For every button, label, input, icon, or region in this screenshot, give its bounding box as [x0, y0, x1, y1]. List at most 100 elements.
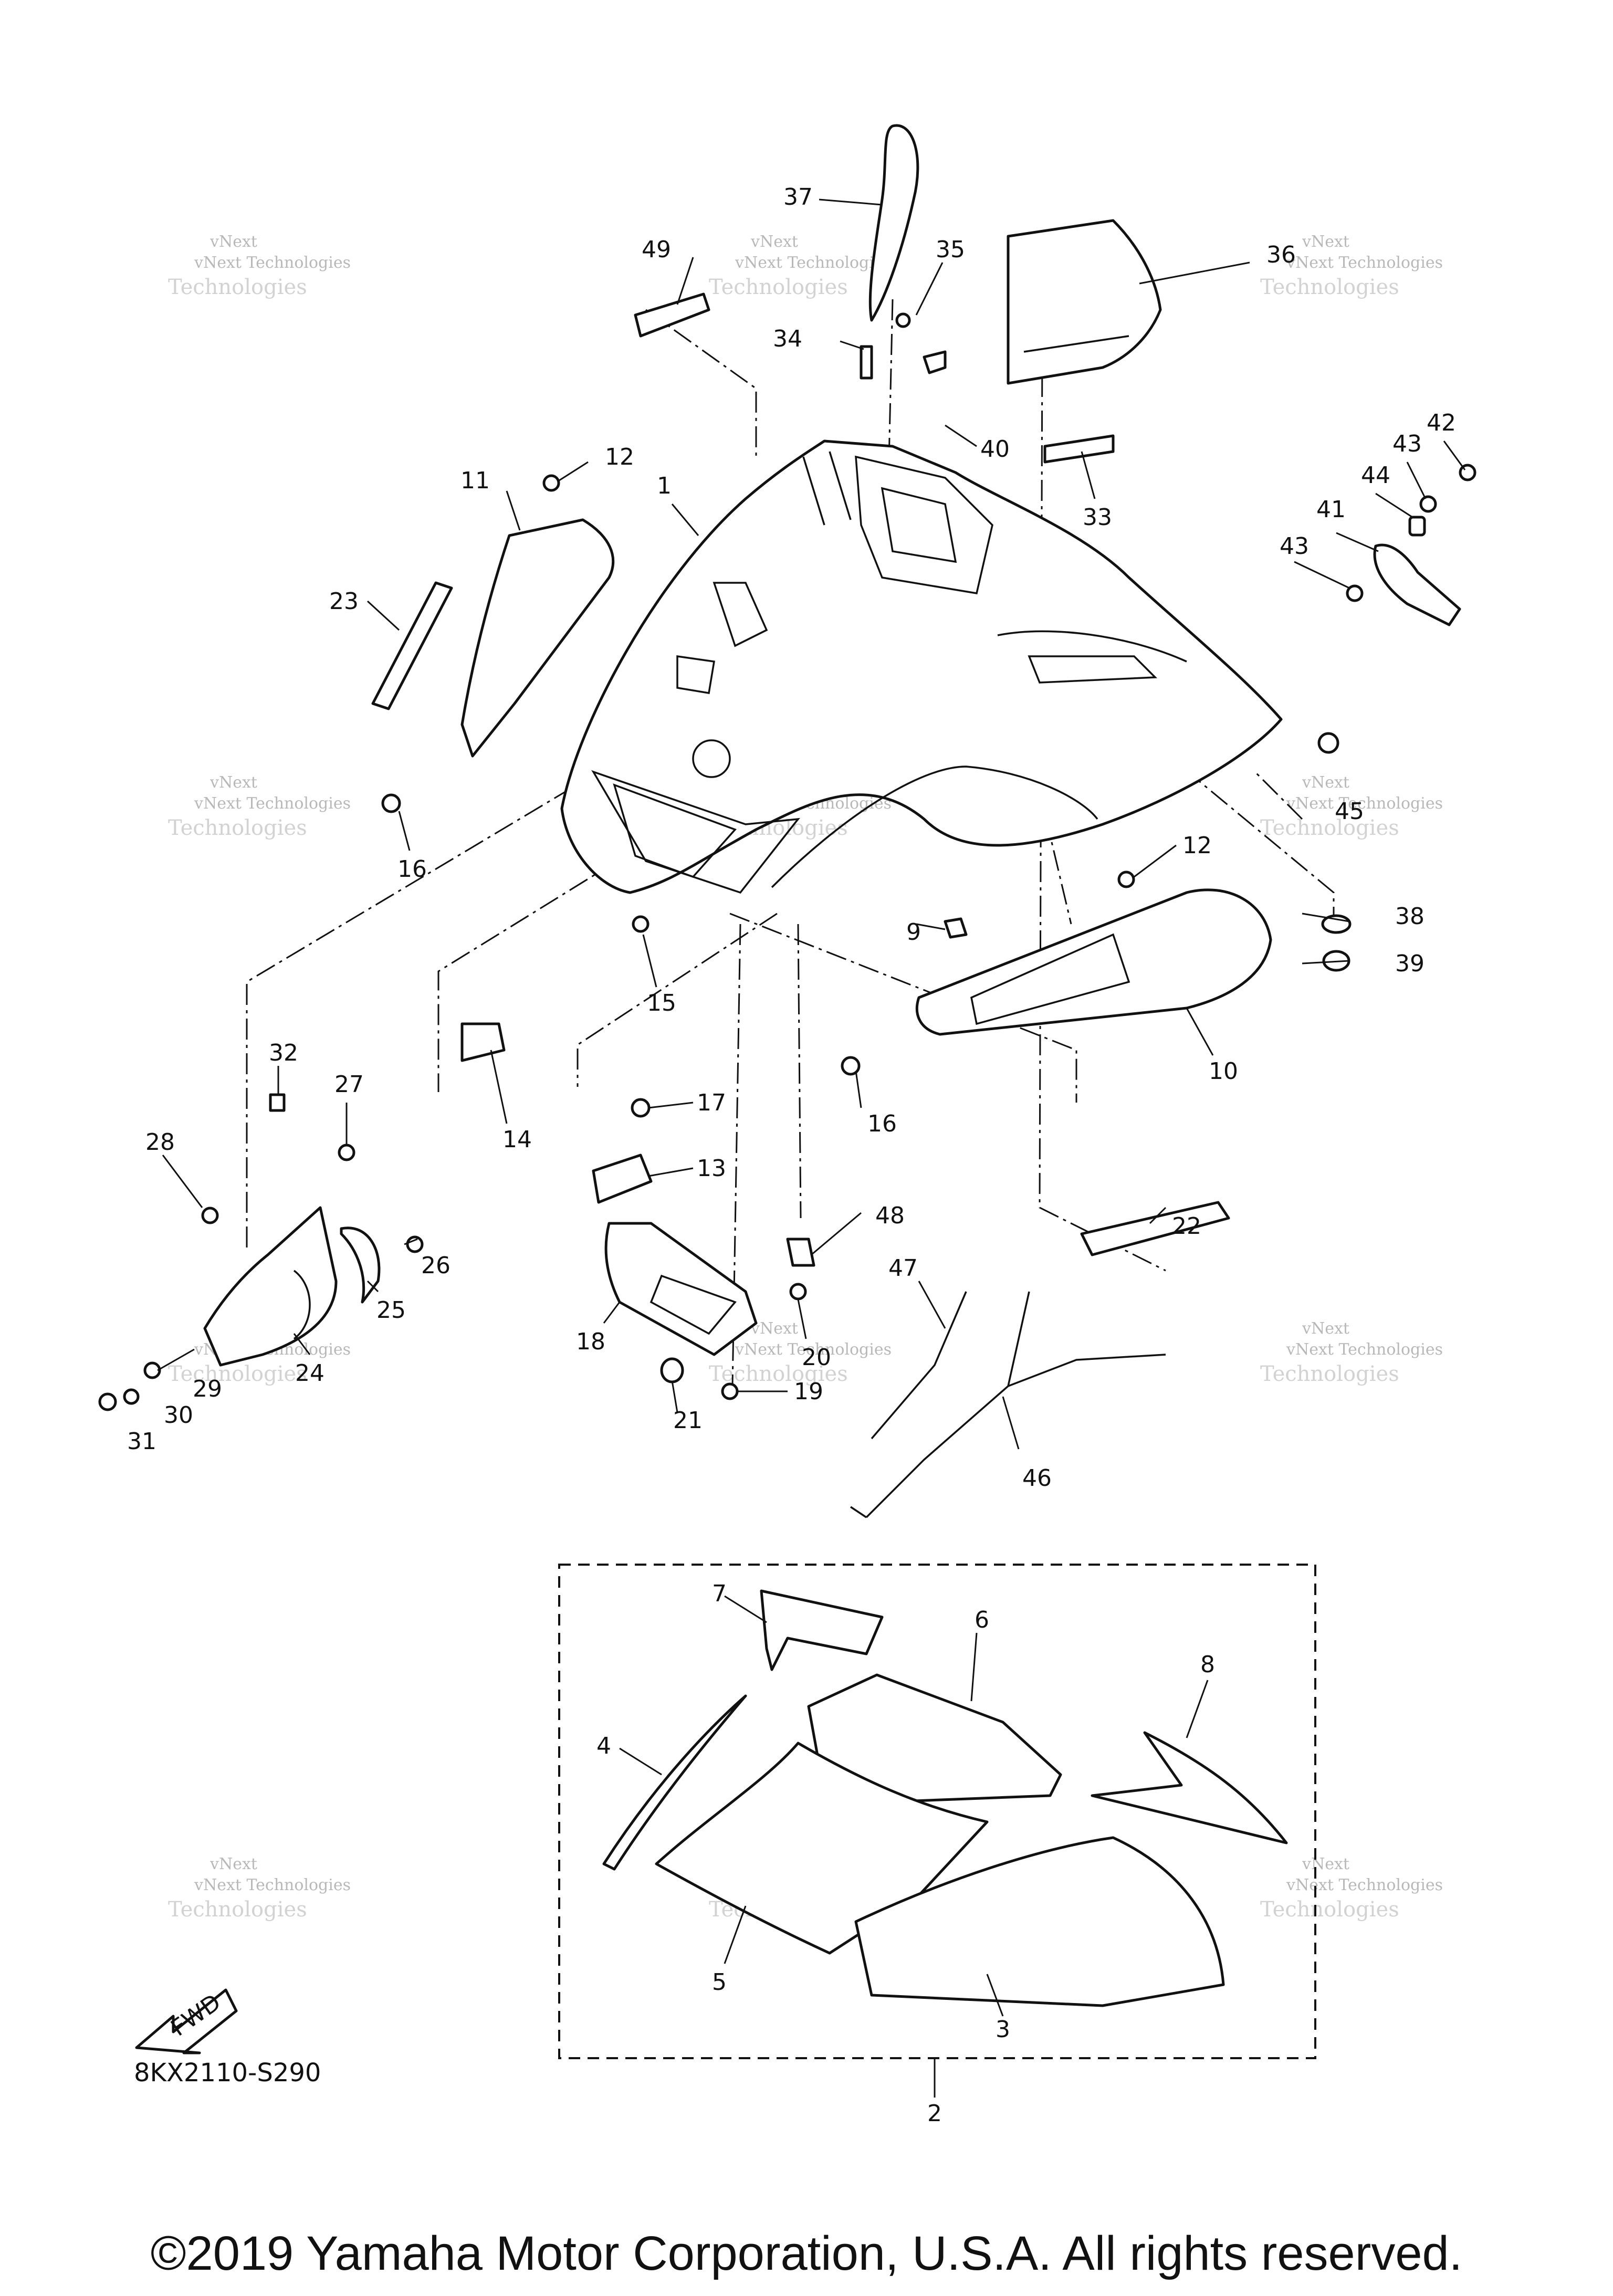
part-18-air-duct — [604, 1222, 758, 1356]
callout-27: 27 — [334, 1071, 364, 1098]
watermark-line1: vNext — [750, 1319, 798, 1338]
callout-30: 30 — [164, 1402, 193, 1429]
callout-17: 17 — [697, 1089, 726, 1116]
callout-40: 40 — [980, 436, 1010, 463]
callout-7: 7 — [712, 1580, 727, 1607]
callout-28: 28 — [145, 1129, 175, 1156]
callout-33: 33 — [1083, 504, 1112, 531]
callout-10: 10 — [1209, 1058, 1238, 1085]
part-27-screw — [338, 1144, 355, 1161]
part-25-cover — [340, 1226, 381, 1304]
callout-22: 22 — [1172, 1213, 1201, 1240]
part-33-bracket — [1043, 434, 1115, 464]
part-17-nut — [631, 1098, 651, 1118]
part-46-cable — [850, 1291, 1166, 1518]
watermark-line3: Technologies — [1260, 275, 1399, 299]
part-8-decal — [1091, 1731, 1288, 1844]
part-11-side-panel — [460, 518, 615, 758]
part-16-screw — [381, 793, 401, 813]
part-49-emblem — [634, 292, 710, 338]
watermark-line3: Technologies — [709, 275, 848, 299]
watermark-line2: vNext Technologies — [1286, 1876, 1443, 1894]
callout-16b: 16 — [867, 1110, 897, 1137]
watermark-line3: Technologies — [168, 816, 307, 840]
callout-24: 24 — [295, 1360, 324, 1387]
watermark-line2: vNext Technologies — [1286, 1340, 1443, 1359]
watermark-line2: vNext Technologies — [194, 254, 351, 272]
part-3-decal — [854, 1836, 1225, 2007]
part-44-collar — [1408, 516, 1426, 537]
watermark-line2: vNext Technologies — [194, 1876, 351, 1894]
watermark-line2: vNext Technologies — [1286, 794, 1443, 813]
callout-47: 47 — [888, 1255, 918, 1282]
watermark-line1: vNext — [210, 233, 257, 251]
callout-leaders — [157, 198, 1466, 2017]
part-16-screw — [841, 1056, 861, 1076]
part-4-decal — [602, 1694, 747, 1871]
part-15-screw — [632, 915, 650, 933]
callout-18: 18 — [576, 1328, 605, 1355]
watermark: vNext vNext Technologies Technologies — [709, 233, 892, 299]
callout-6: 6 — [975, 1607, 989, 1633]
part-20-screw — [789, 1283, 807, 1301]
part-12-screw — [1117, 871, 1135, 888]
part-10-side-cover — [915, 888, 1272, 1036]
part-26-screw — [406, 1235, 424, 1253]
watermark-line1: vNext — [1302, 233, 1349, 251]
callout-9: 9 — [906, 919, 921, 946]
copyright-notice: ©2019 Yamaha Motor Corporation, U.S.A. A… — [150, 2227, 1463, 2280]
watermark: vNext vNext Technologies Technologies — [168, 773, 351, 840]
callout-19: 19 — [794, 1378, 823, 1405]
callout-4: 4 — [596, 1733, 611, 1759]
watermark-line1: vNext — [210, 1855, 257, 1873]
callout-31: 31 — [127, 1428, 156, 1455]
callout-32: 32 — [269, 1040, 298, 1066]
watermark-line3: Technologies — [1260, 1897, 1399, 1922]
callout-16a: 16 — [397, 856, 427, 883]
callout-42: 42 — [1427, 410, 1456, 436]
part-43-washer — [1346, 584, 1364, 602]
watermark: vNext vNext Technologies Technologies — [1260, 233, 1443, 299]
part-40-clip — [923, 350, 947, 374]
part-47-spring — [871, 1291, 967, 1440]
watermark-line1: vNext — [1302, 773, 1349, 792]
watermark-line3: Technologies — [168, 1362, 307, 1386]
watermark-line2: vNext Technologies — [735, 1340, 892, 1359]
watermark-line3: Technologies — [168, 1897, 307, 1922]
watermark: vNext vNext Technologies Technologies — [1260, 1855, 1443, 1922]
part-14-bracket — [460, 1022, 506, 1062]
callout-11: 11 — [460, 467, 490, 494]
part-41-stay — [1373, 543, 1461, 626]
watermark-line3: Technologies — [1260, 1362, 1399, 1386]
callout-37: 37 — [783, 184, 813, 211]
callout-26: 26 — [421, 1252, 451, 1279]
part-19-screw — [721, 1382, 739, 1400]
diagram-code: 8KX2110-S290 — [134, 2058, 321, 2088]
callout-5: 5 — [712, 1969, 727, 1996]
watermark: vNext vNext Technologies Technologies — [168, 233, 351, 299]
callout-12a: 12 — [605, 444, 634, 470]
callout-44: 44 — [1361, 462, 1390, 489]
watermark-line2: vNext Technologies — [1286, 254, 1443, 272]
part-48-clip — [786, 1238, 815, 1267]
watermark-line1: vNext — [210, 773, 257, 792]
watermark: vNext vNext Technologies Technologies — [168, 1855, 351, 1922]
callout-1: 1 — [657, 473, 672, 499]
watermark-line1: vNext — [1302, 1855, 1349, 1873]
callout-15: 15 — [647, 990, 676, 1016]
callout-25: 25 — [376, 1297, 406, 1324]
part-13-bracket — [592, 1154, 653, 1204]
part-24-duct — [203, 1206, 338, 1367]
part-32-nut — [269, 1093, 286, 1112]
callout-43a: 43 — [1392, 431, 1422, 457]
watermark-line1: vNext — [750, 233, 798, 251]
part-35-bolt — [895, 312, 911, 328]
callout-45: 45 — [1335, 798, 1364, 825]
callout-46: 46 — [1022, 1465, 1052, 1492]
callout-41: 41 — [1316, 496, 1346, 523]
callout-3: 3 — [996, 2016, 1010, 2043]
part-23-grille — [371, 581, 453, 710]
callout-48: 48 — [875, 1202, 905, 1229]
decal-kit-box — [558, 1564, 1316, 2059]
